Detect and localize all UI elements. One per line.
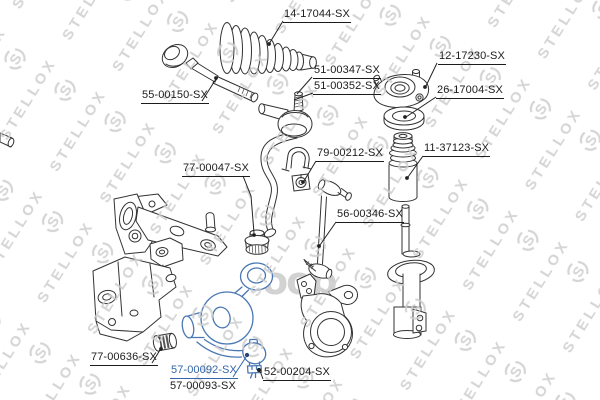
part-label-57-00093-sx[interactable]: 57-00093-SX [170, 380, 236, 392]
part-label-51-00352-sx[interactable]: 51-00352-SX [313, 80, 381, 95]
part-label-56-00346-sx[interactable]: 56-00346-SX [336, 208, 404, 223]
part-label-26-17004-sx[interactable]: 26-17004-SX [436, 84, 504, 99]
part-label-11-37123-sx[interactable]: 11-37123-SX [423, 142, 491, 157]
part-label-77-00636-sx[interactable]: 77-00636-SX [90, 351, 158, 366]
part-label-57-00092-sx-highlighted[interactable]: 57-00092-SX [170, 364, 238, 379]
part-label-77-00047-sx[interactable]: 77-00047-SX [182, 162, 250, 177]
part-label-14-17044-sx[interactable]: 14-17044-SX [283, 8, 351, 23]
part-label-79-00212-sx[interactable]: 79-00212-SX [316, 147, 384, 162]
part-label-55-00150-sx[interactable]: 55-00150-SX [141, 89, 209, 104]
part-label-52-00204-sx[interactable]: 52-00204-SX [263, 366, 331, 381]
part-label-12-17230-sx[interactable]: 12-17230-SX [438, 50, 506, 65]
leader-lines [151, 20, 438, 380]
part-label-51-00347-sx[interactable]: 51-00347-SX [313, 64, 381, 79]
